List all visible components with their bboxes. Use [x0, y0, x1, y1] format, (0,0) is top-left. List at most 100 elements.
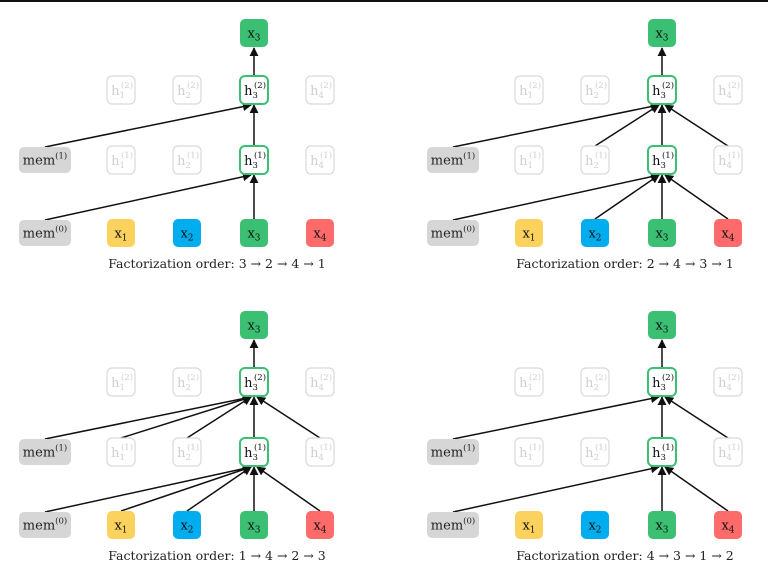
x4-label: x4	[313, 519, 326, 536]
panel-caption: Factorization order: 3 → 2 → 4 → 1	[108, 256, 326, 271]
svg-text:h4: h4	[718, 446, 732, 463]
edge-x2-to-h3-1	[186, 466, 252, 512]
h3-layer1-node: h3(1)	[239, 437, 269, 467]
x1-label: x1	[522, 519, 535, 536]
mem-1-node: mem(1)	[19, 439, 71, 465]
svg-text:h4: h4	[718, 154, 732, 171]
svg-text:h2: h2	[585, 154, 599, 171]
x1-token-node: x1	[515, 219, 543, 247]
edge-h1_1-to-h3-2	[120, 395, 252, 439]
edge-mem0-to-h3-1	[452, 464, 660, 513]
x4-label: x4	[721, 227, 734, 244]
x3-label: x3	[247, 519, 260, 536]
panel-caption: Factorization order: 2 → 4 → 3 → 1	[516, 256, 734, 271]
x2-token-node: x2	[581, 511, 609, 539]
h3-layer2-node: h3(2)	[239, 367, 269, 397]
h4-layer1-node: h4(1)	[305, 437, 335, 467]
svg-text:(1): (1)	[662, 150, 674, 161]
svg-text:h2: h2	[585, 84, 599, 101]
edge-mem1-to-h3-2	[452, 394, 660, 440]
svg-text:(1): (1)	[320, 150, 332, 161]
svg-text:h3: h3	[244, 446, 258, 463]
svg-text:(1): (1)	[595, 150, 607, 161]
svg-text:h1: h1	[111, 154, 125, 171]
svg-text:(1): (1)	[662, 442, 674, 453]
h2-layer1-node: h2(1)	[172, 437, 202, 467]
edge-mem1-to-h3-2	[44, 102, 252, 148]
h1-layer2-node: h1(2)	[106, 367, 136, 397]
x3-token-node: x3	[648, 511, 676, 539]
mem-1-node: mem(1)	[427, 147, 479, 173]
h1-layer2-node: h1(2)	[106, 75, 136, 105]
svg-text:(2): (2)	[320, 80, 332, 91]
x1-label: x1	[522, 227, 535, 244]
h2-layer2-node: h2(2)	[172, 367, 202, 397]
output-x3-node: x3	[648, 311, 676, 339]
svg-text:h3: h3	[244, 84, 258, 101]
edge-x4-to-h3-1	[256, 466, 321, 512]
h4-layer2-node: h4(2)	[713, 75, 743, 105]
svg-text:h4: h4	[718, 84, 732, 101]
svg-text:(1): (1)	[529, 150, 541, 161]
h4-layer2-node: h4(2)	[305, 367, 335, 397]
svg-text:h2: h2	[177, 446, 191, 463]
panel-caption: Factorization order: 4 → 3 → 1 → 2	[516, 548, 734, 563]
svg-text:h4: h4	[310, 154, 324, 171]
x3-token-node: x3	[240, 511, 268, 539]
h2-layer2-node: h2(2)	[580, 367, 610, 397]
x3-token-node: x3	[240, 219, 268, 247]
x2-token-node: x2	[173, 511, 201, 539]
output-x3-label: x3	[655, 27, 668, 44]
h1-layer1-node: h1(1)	[514, 145, 544, 175]
x4-label: x4	[313, 227, 326, 244]
edge-mem0-to-h3-1	[44, 172, 252, 221]
top-border-line	[0, 0, 768, 2]
edge-x4-to-h3-1	[664, 466, 729, 512]
h1-layer1-node: h1(1)	[106, 437, 136, 467]
mem-label: mem(0)	[431, 224, 475, 242]
svg-text:(2): (2)	[254, 372, 266, 383]
mem-label: mem(1)	[431, 151, 475, 169]
h2-layer2-node: h2(2)	[580, 75, 610, 105]
x3-label: x3	[655, 227, 668, 244]
x4-token-node: x4	[306, 219, 334, 247]
h4-layer1-node: h4(1)	[305, 145, 335, 175]
x2-label: x2	[180, 227, 193, 244]
x4-label: x4	[721, 519, 734, 536]
output-x3-label: x3	[247, 319, 260, 336]
h3-layer2-node: h3(2)	[647, 367, 677, 397]
svg-text:(1): (1)	[121, 150, 133, 161]
mem-0-node: mem(0)	[427, 220, 479, 246]
x1-token-node: x1	[107, 511, 135, 539]
svg-text:(1): (1)	[529, 442, 541, 453]
edge-h4_1-to-h3-2	[664, 104, 729, 147]
mem-label: mem(0)	[23, 224, 67, 242]
svg-text:(1): (1)	[320, 442, 332, 453]
mem-label: mem(1)	[23, 443, 67, 461]
svg-text:(2): (2)	[254, 80, 266, 91]
edge-mem1-to-h3-2	[44, 394, 252, 440]
h1-layer2-node: h1(2)	[514, 75, 544, 105]
x2-label: x2	[588, 519, 601, 536]
edge-mem0-to-h3-1	[44, 464, 252, 513]
output-x3-label: x3	[655, 319, 668, 336]
svg-text:(1): (1)	[254, 150, 266, 161]
panel-3: x3h1(2)h2(2)h3(2)h4(2)h1(1)h2(1)h3(1)h4(…	[19, 311, 335, 563]
svg-text:h2: h2	[585, 446, 599, 463]
x2-label: x2	[588, 227, 601, 244]
svg-text:h1: h1	[519, 376, 533, 393]
svg-text:h3: h3	[652, 376, 666, 393]
edge-x1-to-h3-1	[120, 465, 252, 512]
h1-layer1-node: h1(1)	[106, 145, 136, 175]
h4-layer1-node: h4(1)	[713, 437, 743, 467]
svg-text:(2): (2)	[728, 80, 740, 91]
svg-text:(2): (2)	[121, 372, 133, 383]
svg-text:h2: h2	[177, 376, 191, 393]
x3-label: x3	[247, 227, 260, 244]
svg-text:(2): (2)	[187, 80, 199, 91]
svg-text:h3: h3	[652, 154, 666, 171]
svg-text:(2): (2)	[187, 372, 199, 383]
svg-text:h4: h4	[310, 376, 324, 393]
svg-text:h2: h2	[177, 154, 191, 171]
